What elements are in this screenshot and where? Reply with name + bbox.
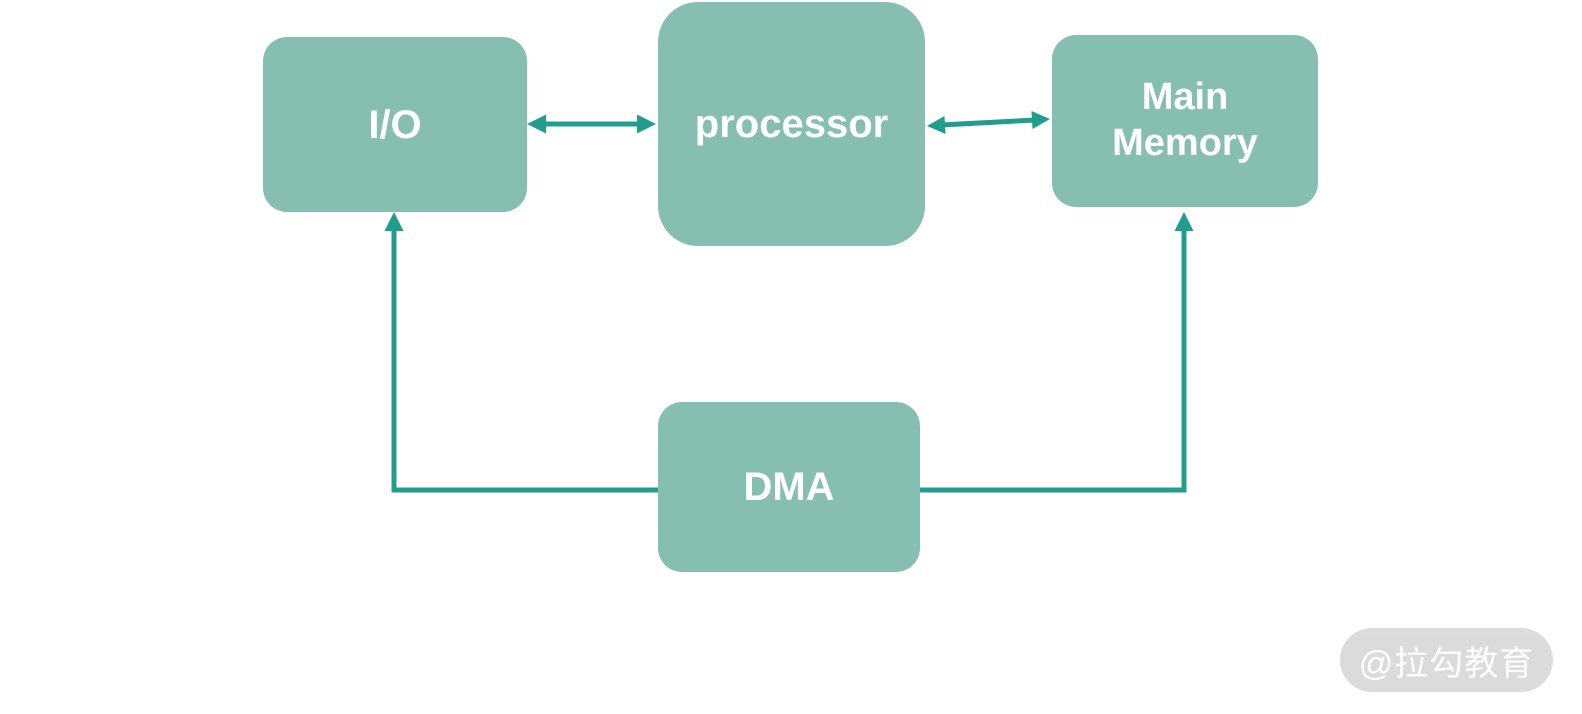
main-memory-label-line2: Memory	[1112, 122, 1258, 164]
processor-node: processor	[658, 2, 925, 246]
io-node: I/O	[263, 37, 527, 212]
dma-io-connector	[384, 212, 660, 493]
watermark-badge: @拉勾教育	[1340, 628, 1553, 692]
arrowhead-right-icon	[637, 114, 656, 134]
dma-memory-connector	[918, 212, 1194, 493]
main-memory-label-line1: Main	[1141, 76, 1229, 119]
io-node-label: I/O	[368, 102, 422, 147]
arrowhead-left-icon	[527, 114, 546, 134]
main-memory-node: Main Memory	[1052, 35, 1318, 207]
io-processor-double-arrow	[527, 114, 656, 134]
processor-memory-double-arrow	[927, 111, 1050, 134]
dma-node-label: DMA	[743, 465, 835, 509]
arrowhead-up-icon	[384, 212, 404, 231]
processor-node-label: processor	[694, 102, 889, 146]
arrowhead-up-icon	[1174, 212, 1194, 231]
dma-node: DMA	[658, 402, 920, 572]
arrowhead-right-icon	[1031, 111, 1050, 129]
watermark-text: @拉勾教育	[1358, 644, 1535, 683]
main-memory-node-label: Main Memory	[1112, 75, 1258, 166]
arrowhead-left-icon	[927, 116, 946, 134]
